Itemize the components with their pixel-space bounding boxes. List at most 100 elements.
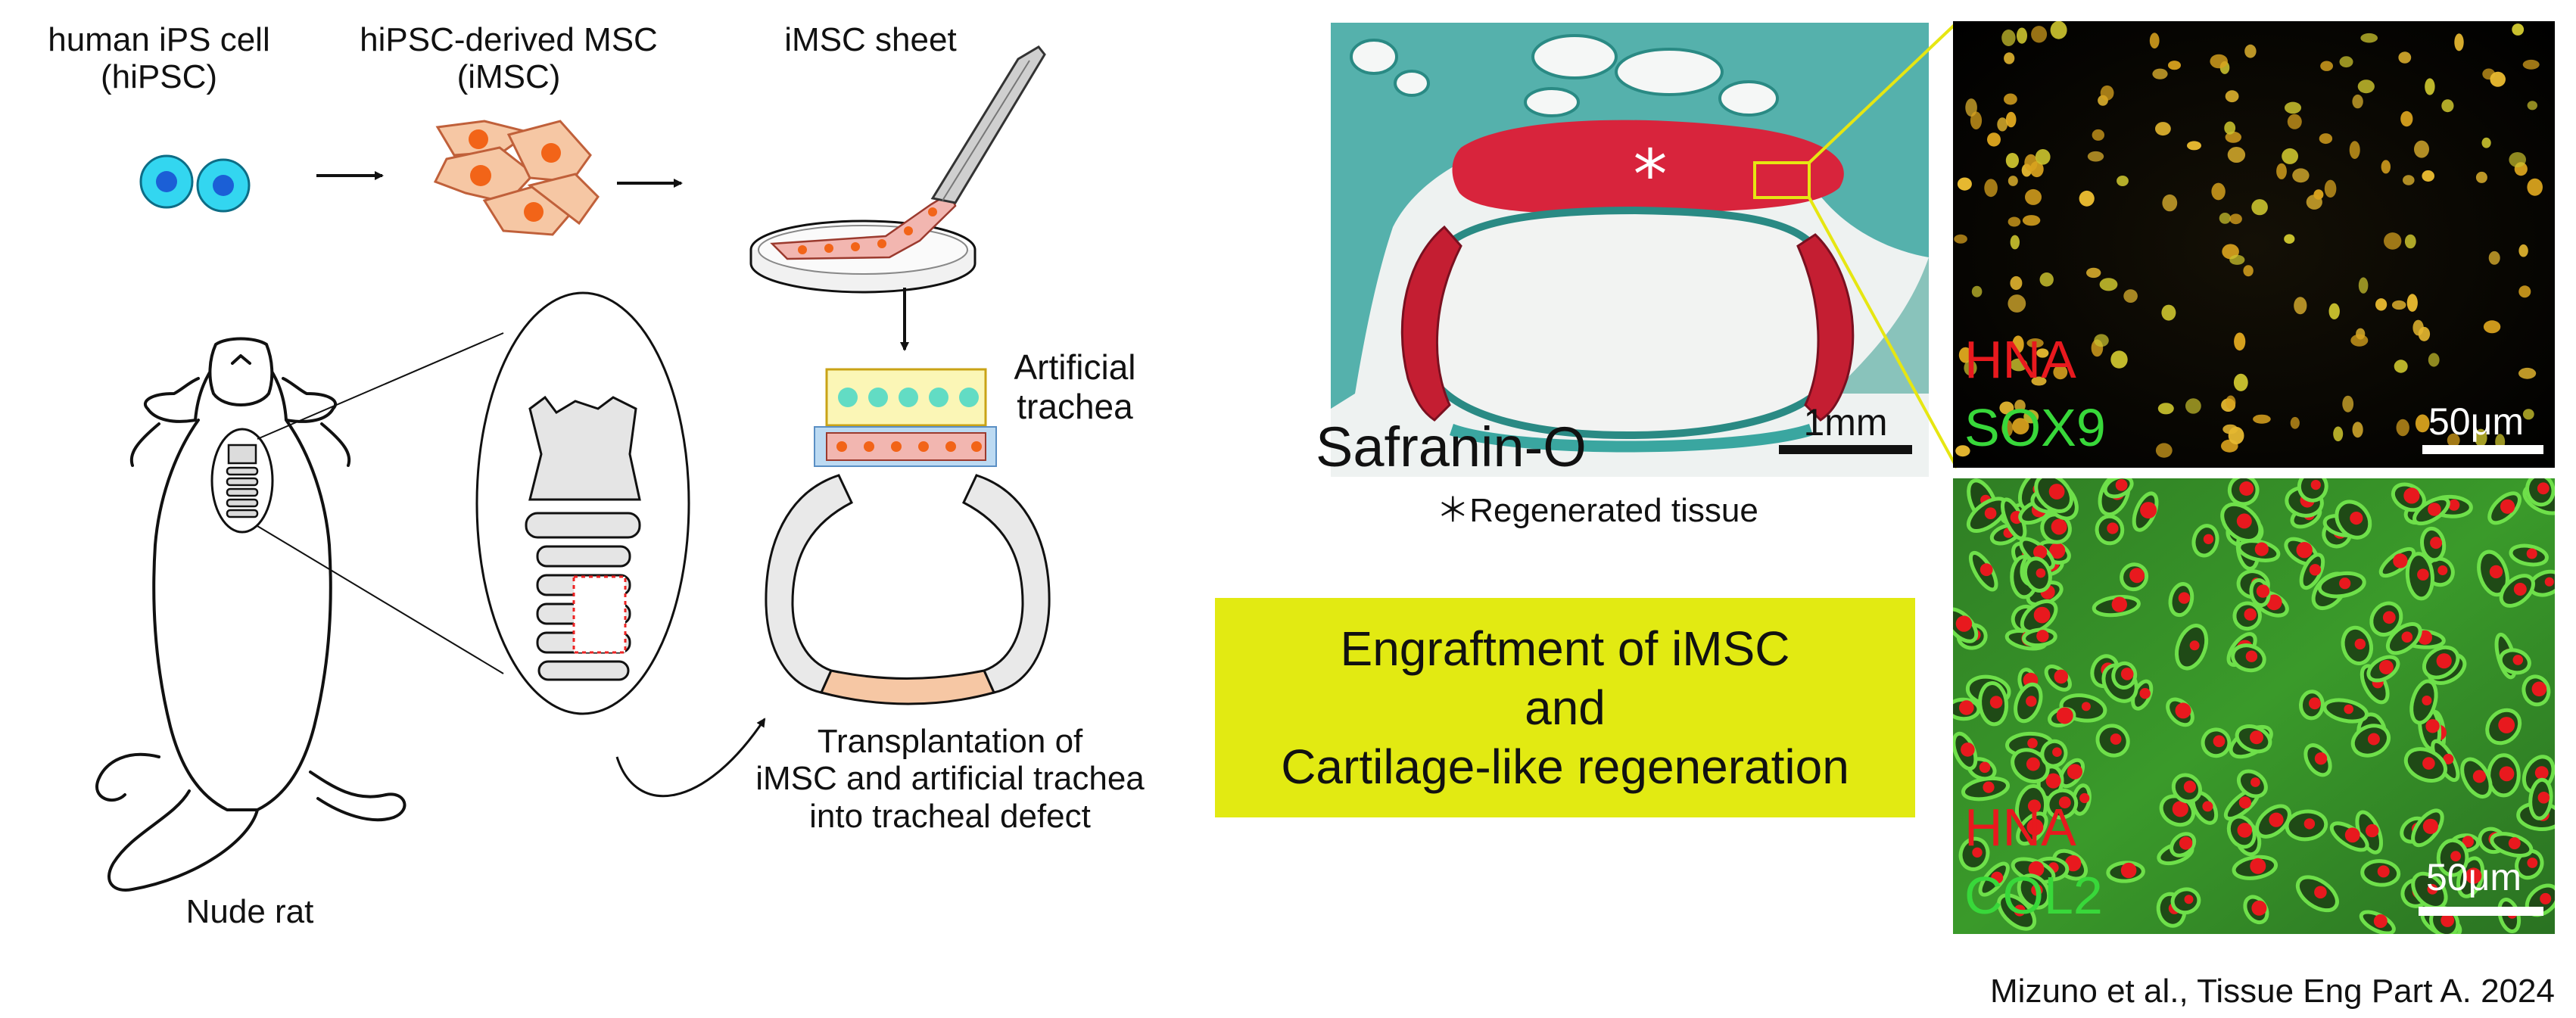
nucleus-dot [2287, 114, 2302, 129]
nucleus-dot [2512, 23, 2525, 36]
hna-nucleus [2527, 858, 2538, 868]
hna-nucleus [2203, 534, 2214, 544]
nucleus-dot [1957, 177, 1972, 191]
hna-nucleus [2067, 764, 2082, 780]
hna-nucleus [2498, 717, 2515, 733]
roi-box [1753, 161, 1811, 199]
nucleus-dot [2276, 163, 2287, 179]
nucleus-dot [2010, 358, 2028, 372]
nucleus-dot [2475, 171, 2487, 183]
nucleus-dot [2324, 179, 2337, 198]
hna-nucleus [2531, 681, 2547, 697]
nucleus-dot [2292, 168, 2310, 183]
hna-nucleus [2239, 481, 2254, 496]
rat-trachea-inset [210, 332, 504, 674]
nucleus-dot [2454, 33, 2464, 51]
hna-nucleus [2350, 512, 2363, 525]
hna-nucleus [1983, 781, 1995, 793]
hna-nucleus [2054, 669, 2069, 684]
hna-nucleus [2448, 499, 2460, 511]
rat-body [152, 419, 332, 811]
nucleus-dot [1987, 132, 2001, 147]
hna-nucleus [2489, 565, 2503, 579]
hna-nucleus [2049, 543, 2066, 559]
hna-nucleus [2140, 502, 2157, 519]
transplant-line1: Transplantation of [817, 723, 1083, 760]
nucleus-dot [2035, 149, 2051, 165]
roi-line-upper [1808, 21, 1958, 164]
hna-nucleus [2026, 696, 2037, 707]
nucleus-dot [2185, 398, 2201, 414]
nucleus-dot [2403, 175, 2415, 185]
panel-sox9-image [1953, 21, 2555, 468]
nucleus-dot [2414, 140, 2429, 158]
hna-nucleus [2036, 568, 2046, 578]
hna-nucleus [2344, 827, 2360, 843]
nucleus-dot [2087, 151, 2104, 162]
nucleus-dot [2022, 215, 2041, 226]
imsc-cell [527, 173, 600, 226]
nucleus-dot [2005, 111, 2017, 128]
hna-nucleus [2428, 503, 2441, 516]
zoom-line-lower [257, 525, 504, 674]
imsc-nucleus [470, 165, 491, 186]
hna-nucleus [2111, 596, 2127, 612]
hna-nucleus [2081, 702, 2091, 711]
nucleus-dot [2233, 373, 2248, 391]
nucleus-dot [2352, 94, 2363, 109]
nucleus-dot [2428, 353, 2440, 367]
nucleus-dot [2320, 61, 2334, 71]
nucleus-dot [2229, 213, 2242, 225]
artificial-trachea-line2: trachea [1017, 386, 1133, 426]
transplant-label: Transplantation of iMSC and artificial t… [746, 723, 1154, 835]
nucleus-dot [2294, 297, 2307, 315]
hna-nucleus [2120, 668, 2134, 680]
trachea-cross-section [765, 474, 1051, 705]
hna-nucleus [2296, 542, 2313, 559]
hna-nucleus [2048, 484, 2065, 500]
nucleus-dot [2349, 141, 2360, 160]
transplant-line3: into tracheal defect [809, 797, 1091, 835]
rat-label: Nude rat [185, 893, 314, 930]
hna-nucleus [2237, 823, 2253, 838]
nucleus-dot [2161, 304, 2176, 321]
hna-nucleus [2393, 553, 2408, 568]
hipsc-label-line2: (hiPSC) [100, 58, 218, 96]
imsc-label-line2: (iMSC) [456, 58, 561, 96]
histology-section: * [1331, 23, 1929, 477]
nucleus-dot [2339, 56, 2353, 68]
hna-nucleus [2172, 801, 2188, 817]
hna-nucleus [2422, 696, 2432, 705]
forceps-icon [930, 45, 1046, 204]
nucleus-dot [2398, 51, 2412, 64]
hna-nucleus [2027, 738, 2038, 749]
nucleus-dot [2243, 265, 2254, 277]
nucleus-dot [2352, 422, 2363, 438]
hipsc-nucleus [156, 171, 177, 192]
hipsc-cells [139, 154, 251, 213]
hna-nucleus [2513, 583, 2527, 596]
hna-nucleus [2245, 650, 2258, 662]
hna-nucleus [2401, 631, 2413, 643]
hna-nucleus [1979, 761, 1991, 774]
nucleus-dot [2225, 90, 2239, 103]
nucleus-dot [1984, 179, 1998, 198]
panel-col2-image [1953, 478, 2555, 934]
hna-nucleus [2537, 792, 2550, 804]
nucleus-dot [2229, 254, 2245, 265]
nucleus-dot [2319, 133, 2333, 145]
nucleus-dot [2313, 189, 2324, 200]
defect-region-marker [572, 575, 627, 654]
sox9-scale-bar [2422, 445, 2543, 454]
nucleus-dot [2251, 199, 2268, 216]
nucleus-dot [2522, 59, 2540, 70]
hna-nucleus [2139, 688, 2151, 699]
histology-scale-bar [1779, 445, 1912, 454]
nucleus-dot [2375, 298, 2388, 311]
nucleus-dot [2001, 419, 2014, 437]
imsc-nucleus [524, 202, 544, 222]
nucleus-dot [2155, 443, 2173, 458]
hna-nucleus [2472, 770, 2486, 783]
citation: Mizuno et al., Tissue Eng Part A. 2024 [1990, 973, 2555, 1010]
